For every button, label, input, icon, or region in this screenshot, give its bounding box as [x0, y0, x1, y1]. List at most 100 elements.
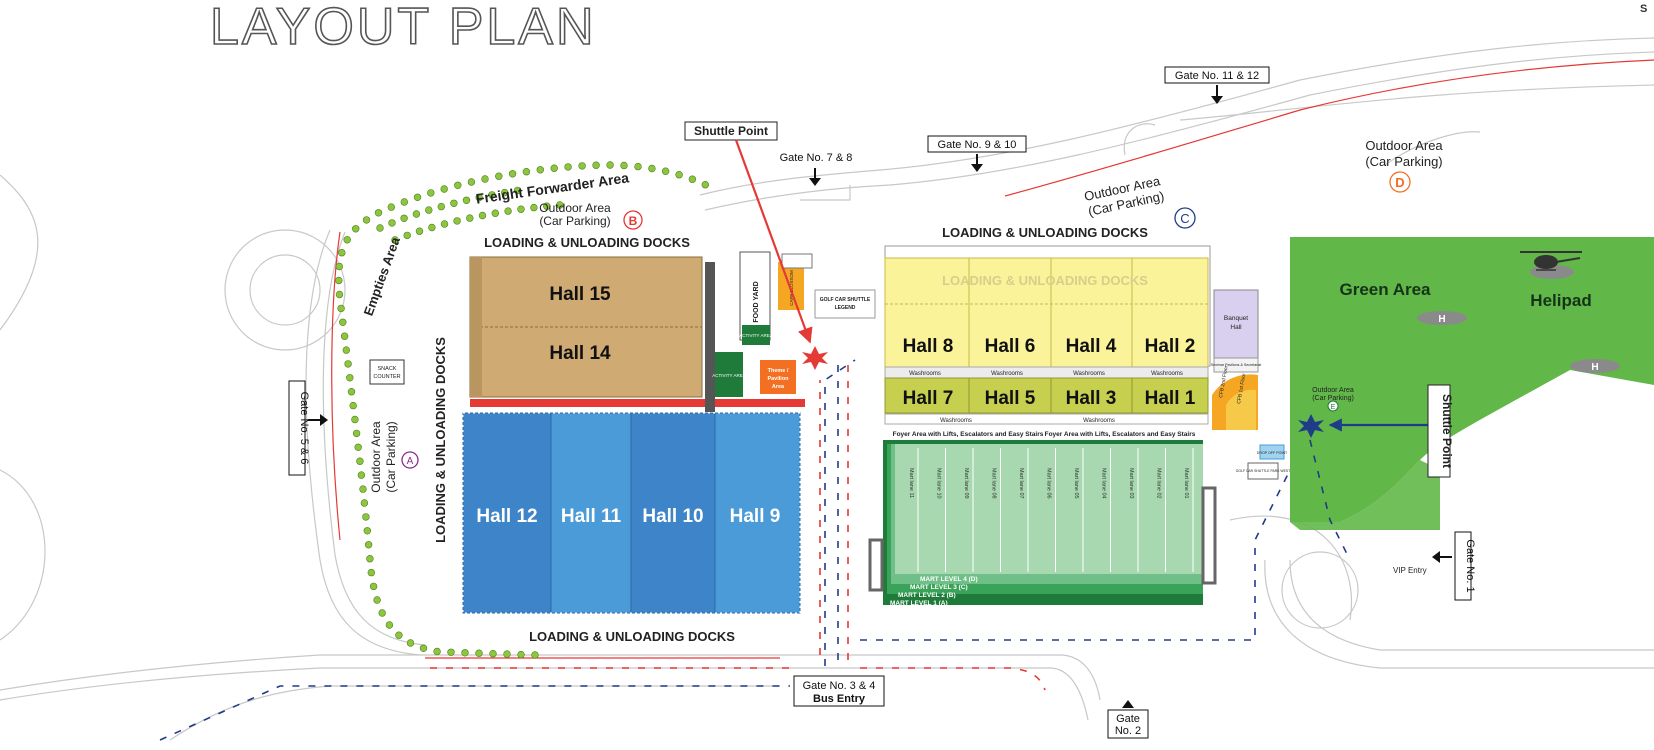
badge-b: B — [629, 214, 638, 228]
shuttle-point-callout-left: Shuttle Point — [684, 121, 813, 344]
hedge-dot — [661, 167, 670, 175]
shuttle-point-callout-right: Shuttle Point — [1328, 384, 1454, 478]
hedge-rows — [335, 161, 709, 659]
hedge-dot — [437, 202, 445, 211]
hedge-dot — [412, 210, 421, 218]
snack-line1: SNACK — [378, 366, 397, 372]
hedge-dot — [440, 220, 449, 228]
gate-5-6-label: Gate No. 5 & 6 — [298, 392, 310, 465]
outdoor-b-line2: (Car Parking) — [539, 214, 610, 228]
mart-lane-label: Mart lane 11 — [908, 468, 914, 498]
badge-a: A — [407, 456, 414, 467]
hedge-dot — [347, 388, 356, 396]
hall-4-label: Hall 4 — [1066, 336, 1117, 357]
hedge-dot — [688, 175, 697, 183]
badge-c: C — [1180, 211, 1189, 226]
hall-9-label: Hall 9 — [730, 506, 781, 527]
hedge-dot — [488, 191, 496, 199]
theme-line1: Theme / — [768, 368, 789, 374]
green-area-label: Green Area — [1339, 280, 1431, 299]
hedge-dot — [478, 211, 487, 220]
gate-2-line1: Gate — [1116, 713, 1140, 725]
hall-14-label: Hall 14 — [549, 343, 611, 364]
hedge-dot — [491, 209, 499, 217]
hedge-dot — [428, 223, 436, 232]
hedge-dot — [531, 651, 539, 659]
hedge-dot — [363, 527, 371, 535]
hedge-dot — [378, 609, 386, 617]
cfb1-label: CFB 1st Floor — [1236, 373, 1247, 405]
mart-level-2: MART LEVEL 2 (B) — [898, 592, 956, 599]
outdoor-e-line2: (Car Parking) — [1312, 395, 1354, 402]
gate-3-4-line1: Gate No. 3 & 4 — [803, 680, 876, 692]
hedge-dot — [475, 649, 483, 657]
gate-1-label: Gate No. 1 — [1464, 539, 1476, 592]
hedge-dot — [578, 162, 586, 170]
hall-7-label: Hall 7 — [903, 388, 954, 409]
mart-lane-label: Mart lane 01 — [1183, 468, 1189, 499]
foyer-label-right: Foyer Area with Lifts, Escalators and Ea… — [1045, 431, 1196, 438]
hedge-dot — [450, 199, 458, 208]
hedge-dot — [352, 225, 360, 233]
hedge-dot — [352, 429, 361, 438]
outdoor-area-a: Outdoor Area (Car Parking) A — [369, 421, 419, 493]
hedge-dot — [648, 164, 656, 173]
outdoor-area-d: Outdoor Area (Car Parking) D — [1365, 138, 1443, 193]
hedge-dot — [354, 443, 362, 451]
hedge-dot — [466, 214, 474, 222]
page-title: LAYOUT PLAN — [210, 0, 597, 56]
car-route-lines — [331, 59, 1654, 659]
hall-10-label: Hall 10 — [642, 506, 703, 527]
docks-north-left: LOADING & UNLOADING DOCKS — [484, 235, 690, 250]
hedge-dot — [362, 216, 371, 224]
hedge-dot — [503, 650, 511, 658]
helipad-label: Helipad — [1530, 291, 1591, 310]
banquet-area: Banquet Hall Seminar Pavilions & Secreta… — [1211, 289, 1290, 480]
hall-2-label: Hall 2 — [1145, 336, 1196, 357]
food-yard-label: FOOD YARD — [753, 281, 760, 322]
hedge-dot — [415, 227, 424, 235]
hall-3-label: Hall 3 — [1066, 388, 1117, 409]
mart-level-4: MART LEVEL 4 (D) — [920, 576, 978, 583]
mart-lane-label: Mart lane 02 — [1156, 468, 1162, 499]
outdoor-e-line1: Outdoor Area — [1312, 387, 1354, 394]
shuttle-point-label-left: Shuttle Point — [694, 124, 768, 138]
washroom-label: Washrooms — [909, 371, 941, 377]
hedge-dot — [556, 201, 564, 209]
gate-11-12: Gate No. 11 & 12 — [1164, 66, 1270, 104]
hall-1-label: Hall 1 — [1145, 388, 1196, 409]
hedge-dot — [461, 649, 469, 657]
docks-south: LOADING & UNLOADING DOCKS — [529, 629, 735, 644]
hedge-dot — [453, 217, 461, 225]
shuttle-point-label-right: Shuttle Point — [1440, 394, 1454, 468]
hedge-dot — [335, 262, 343, 271]
hedge-dot — [362, 513, 370, 521]
banquet-line1: Banquet — [1224, 315, 1248, 322]
mart-lane-label: Mart lane 06 — [1046, 468, 1052, 499]
hall-5-label: Hall 5 — [985, 388, 1036, 409]
snack-line2: COUNTER — [373, 374, 400, 380]
helipad-mark-2: H — [1591, 362, 1598, 373]
gate-9-10-label: Gate No. 9 & 10 — [938, 139, 1017, 151]
golf-legend-line2: LEGEND — [835, 305, 856, 311]
hedge-dot — [385, 621, 394, 629]
hedge-dot — [337, 304, 345, 313]
foyer-label-left: Foyer Area with Lifts, Escalators and Ea… — [893, 431, 1044, 438]
hall-6-label: Hall 6 — [985, 336, 1036, 357]
hedge-dot — [343, 236, 351, 244]
gate-5-6: Gate No. 5 & 6 — [288, 380, 328, 476]
hedge-dot — [349, 401, 357, 410]
hedge-dot — [356, 457, 364, 465]
banquet-line2: Hall — [1230, 324, 1242, 331]
outdoor-a-line1: Outdoor Area — [369, 421, 383, 493]
activity-area-label: ACTIVITY AREA — [712, 373, 745, 378]
hedge-dot — [433, 647, 441, 656]
docks-overlay-label: LOADING & UNLOADING DOCKS — [942, 273, 1148, 288]
empties-area-label: Empties Area — [361, 234, 404, 317]
hedge-dot — [606, 161, 614, 169]
hall-14-15-block: Hall 15 Hall 14 — [469, 256, 703, 398]
hall-8-label: Hall 8 — [903, 336, 954, 357]
hedge-dot — [550, 164, 558, 172]
